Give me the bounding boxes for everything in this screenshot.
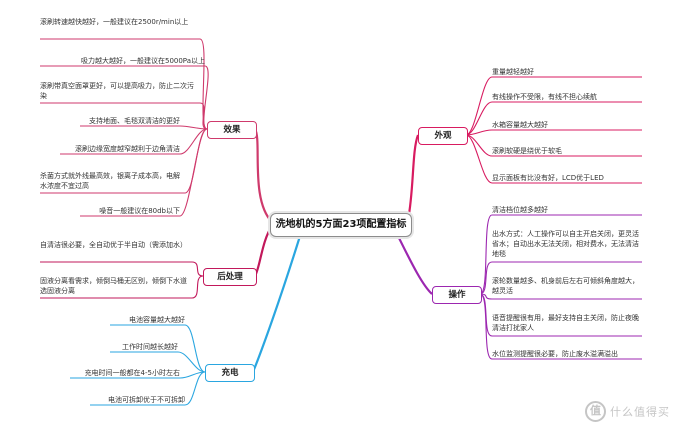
edge-leaf-left <box>179 371 206 379</box>
edge-leaf-right <box>479 293 493 360</box>
watermark-badge-icon: 值 <box>585 401 606 422</box>
look-leaf-3: 水箱容量越大越好 <box>492 121 548 129</box>
look-leaf-4: 滚刷软硬是绕优于软毛 <box>492 147 562 155</box>
charge-leaf-4: 电池可拆卸优于不可拆卸 <box>108 396 185 404</box>
edge-center-post <box>254 225 273 277</box>
edge-leaf-left <box>199 102 208 130</box>
effect-leaf-1: 滚刷转速越快越好，一般建议在2500r/min以上 <box>40 18 189 26</box>
branch-appearance: 外观 <box>418 127 468 145</box>
charge-leaf-1: 电池容量越大越好 <box>129 316 185 324</box>
operate-leaf-2: 出水方式：人工操作可以自主开启关闭，更灵活省水；自动出水无法关闭，相对费水，无法… <box>492 230 639 258</box>
operate-leaf-1: 清洁档位越多越好 <box>492 206 548 214</box>
look-leaf-5: 显示面板有比没有好，LCD优于LED <box>492 174 604 182</box>
charge-leaf-3: 充电时间一般都在4-5小时左右 <box>84 369 180 377</box>
edge-center-look <box>406 134 420 221</box>
edge-leaf-right <box>465 76 493 136</box>
operate-leaf-5: 水位监测提醒很必要，防止废水溢满溢出 <box>492 350 618 358</box>
edge-leaf-left <box>177 351 206 373</box>
branch-charging: 充电 <box>205 364 255 382</box>
operate-leaf-4: 语音提醒很有用，最好支持自主关闭，防止夜晚清洁打扰家人 <box>492 314 639 332</box>
edge-leaf-right <box>479 214 493 295</box>
edge-center-effect <box>253 128 273 223</box>
edge-center-charge <box>251 235 302 373</box>
edge-leaf-left <box>184 324 206 373</box>
branch-operation: 操作 <box>432 286 482 304</box>
edge-leaf-left <box>203 65 209 130</box>
effect-leaf-5: 滚刷边缘宽度越窄越利于边角清洁 <box>75 145 180 153</box>
look-leaf-1: 重量越轻越好 <box>492 68 534 76</box>
post-leaf-1: 自清洁很必要，全自动优于半自动（需添加水） <box>40 241 187 249</box>
edge-leaf-left <box>191 261 204 277</box>
watermark: 值什么值得买 <box>585 401 670 422</box>
central-topic: 洗地机的5方面23项配置指标 <box>270 213 412 237</box>
effect-leaf-4: 支持地面、毛毯双清洁的更好 <box>89 117 180 125</box>
operate-leaf-3: 滚轮数量越多、机身前后左右可倾斜角度越大，越灵活 <box>492 277 639 295</box>
edge-leaf-right <box>465 134 493 184</box>
edge-leaf-right <box>465 101 493 136</box>
edge-leaf-left <box>179 128 208 217</box>
effect-leaf-6: 杀菌方式就外线最高效，银离子成本高，电解水浓度不宜过高 <box>40 172 180 190</box>
watermark-text: 什么值得买 <box>610 405 670 419</box>
effect-leaf-3: 滚刷带真空面罩更好，可以提高吸力，防止二次污染 <box>40 82 194 100</box>
post-leaf-2: 固液分离看需求，倾倒马桶无区别，倾倒下水道选固液分离 <box>40 277 187 295</box>
branch-effect: 效果 <box>207 121 257 139</box>
look-leaf-2: 有线操作不受限，有线不担心续航 <box>492 93 597 101</box>
charge-leaf-2: 工作时间越长越好 <box>122 343 178 351</box>
edge-leaf-left <box>184 371 206 406</box>
edge-leaf-left <box>191 275 204 299</box>
branch-post-processing: 后处理 <box>203 268 257 286</box>
effect-leaf-7: 噪音一般建议在80db以下 <box>99 207 180 215</box>
effect-leaf-2: 吸力越大越好，一般建议在5000Pa以上 <box>80 57 205 65</box>
edge-center-operate <box>397 235 433 295</box>
